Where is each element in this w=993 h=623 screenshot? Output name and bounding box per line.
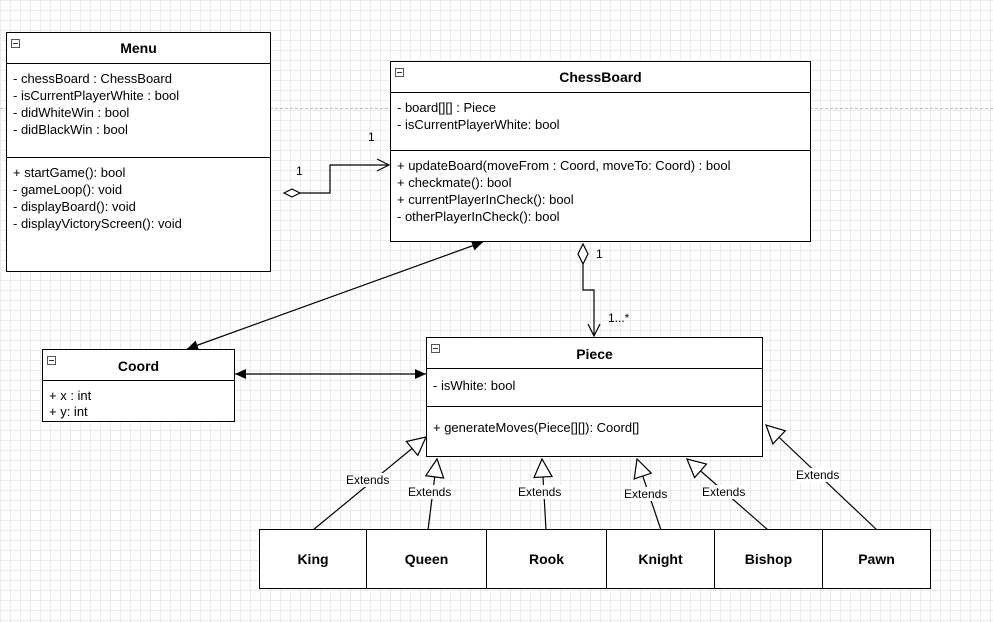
menu-chessboard-aggregation — [282, 188, 302, 198]
collapse-icon[interactable] — [395, 68, 404, 77]
multiplicity-label: 1 — [368, 130, 375, 144]
chessboard-method: - otherPlayerInCheck(): bool — [397, 209, 560, 224]
piece-attribute: - isWhite: bool — [433, 378, 516, 393]
collapse-icon[interactable] — [431, 344, 440, 353]
chessboard-method: + updateBoard(moveFrom : Coord, moveTo: … — [397, 158, 731, 173]
collapse-icon[interactable] — [47, 356, 56, 365]
extends-label: Extends — [624, 487, 668, 501]
piece-method: + generateMoves(Piece[][]): Coord[] — [433, 420, 640, 435]
extends-label: Extends — [518, 485, 562, 499]
chessboard-method: + currentPlayerInCheck(): bool — [397, 192, 574, 207]
piece-class[interactable]: Piece - isWhite: bool + generateMoves(Pi… — [426, 337, 763, 457]
menu-method: + startGame(): bool — [13, 165, 126, 180]
collapse-icon[interactable] — [11, 39, 20, 48]
menu-class-header: Menu — [7, 33, 270, 64]
multiplicity-label: 1...* — [608, 311, 630, 325]
queen-class[interactable]: Queen — [366, 529, 487, 589]
menu-method: - displayBoard(): void — [13, 199, 136, 214]
bishop-class[interactable]: Bishop — [714, 529, 823, 589]
chessboard-attribute: - isCurrentPlayerWhite: bool — [397, 117, 560, 132]
coord-attribute: + x : int — [49, 388, 92, 403]
king-class[interactable]: King — [259, 529, 367, 589]
chessboard-attributes: - board[][] : Piece - isCurrentPlayerWhi… — [391, 93, 810, 151]
menu-attribute: - chessBoard : ChessBoard — [13, 71, 172, 86]
chessboard-attribute: - board[][] : Piece — [397, 100, 496, 115]
piece-attributes: - isWhite: bool — [427, 369, 762, 407]
rook-class[interactable]: Rook — [486, 529, 607, 589]
chessboard-piece-aggregation — [577, 242, 589, 266]
menu-method: - gameLoop(): void — [13, 182, 123, 197]
piece-class-name: Piece — [576, 346, 613, 362]
knight-class[interactable]: Knight — [606, 529, 715, 589]
chessboard-coord-association — [186, 241, 484, 350]
coord-class-name: Coord — [117, 358, 160, 374]
chessboard-method: + checkmate(): bool — [397, 175, 512, 190]
multiplicity-label: 1 — [596, 247, 603, 261]
chessboard-class[interactable]: ChessBoard - board[][] : Piece - isCurre… — [390, 61, 811, 242]
menu-methods: + startGame(): bool - gameLoop(): void -… — [7, 158, 270, 232]
extends-label: Extends — [408, 485, 452, 499]
coord-class-header: Coord — [43, 350, 234, 381]
menu-attribute: - isCurrentPlayerWhite : bool — [13, 88, 180, 103]
piece-class-header: Piece — [427, 338, 762, 369]
menu-class[interactable]: Menu - chessBoard : ChessBoard - isCurre… — [6, 32, 271, 272]
pawn-class[interactable]: Pawn — [822, 529, 931, 589]
extends-label: Extends — [702, 485, 746, 499]
extends-label: Extends — [796, 468, 840, 482]
coord-class[interactable]: Coord + x : int + y: int — [42, 349, 235, 422]
chessboard-methods: + updateBoard(moveFrom : Coord, moveTo: … — [391, 151, 810, 225]
menu-class-name: Menu — [120, 40, 157, 56]
menu-method: - displayVictoryScreen(): void — [13, 216, 182, 231]
multiplicity-label: 1 — [296, 164, 303, 178]
piece-methods: + generateMoves(Piece[][]): Coord[] — [427, 407, 762, 436]
menu-attribute: - didBlackWin : bool — [13, 122, 128, 137]
coord-attribute: + y: int — [49, 404, 88, 419]
menu-attributes: - chessBoard : ChessBoard - isCurrentPla… — [7, 64, 270, 158]
menu-attribute: - didWhiteWin : bool — [13, 105, 130, 120]
coord-attributes: + x : int + y: int — [43, 381, 234, 420]
chessboard-class-header: ChessBoard — [391, 62, 810, 93]
extends-label: Extends — [346, 473, 390, 487]
chessboard-class-name: ChessBoard — [559, 69, 642, 85]
